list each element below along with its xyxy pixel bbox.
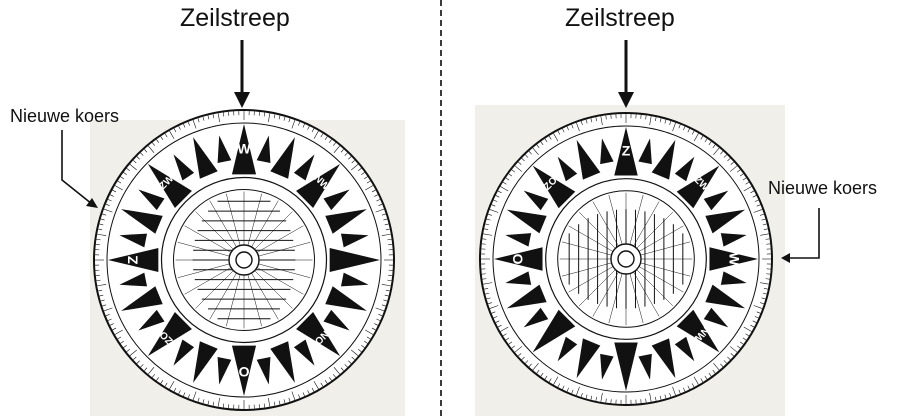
arrows-left <box>0 0 440 416</box>
nieuwe-koers-arrow-head <box>86 198 98 208</box>
zeilstreep-arrow-head <box>234 92 250 108</box>
nieuwe-koers-arrow-line <box>62 130 92 204</box>
nieuwe-koers-arrow-line <box>788 208 819 258</box>
zeilstreep-arrow-head <box>618 92 634 108</box>
arrows-right <box>440 0 909 416</box>
nieuwe-koers-arrow-head <box>781 253 790 263</box>
